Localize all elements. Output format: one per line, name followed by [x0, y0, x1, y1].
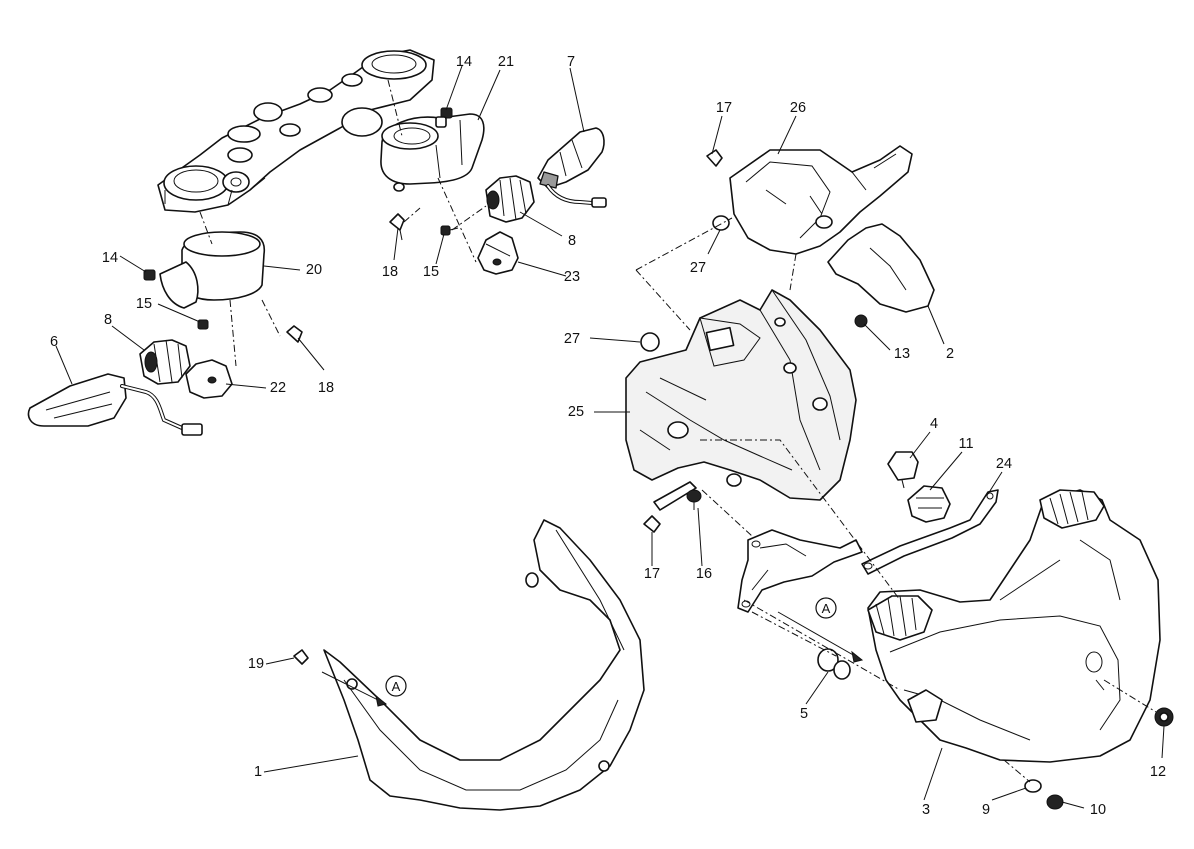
part-9-washer	[1024, 779, 1042, 793]
callout-8-left: 8	[104, 312, 112, 328]
callout-6: 6	[50, 334, 58, 350]
callout-2: 2	[946, 346, 954, 362]
callout-3: 3	[922, 802, 930, 818]
part-27-grommet	[640, 332, 660, 352]
part-12-grommet	[1154, 707, 1174, 727]
view-marker-a-left: A	[385, 675, 407, 697]
callout-18-left: 18	[318, 380, 334, 396]
callout-14-upper: 14	[456, 54, 472, 70]
callout-15-upper: 15	[423, 264, 439, 280]
part-26-dash-bracket	[729, 145, 913, 255]
callout-10: 10	[1090, 802, 1106, 818]
leader-lines	[55, 65, 1165, 809]
callout-16: 16	[696, 566, 712, 582]
part-22-bracket	[185, 359, 233, 399]
part-21-clamp	[380, 113, 485, 192]
callout-13: 13	[894, 346, 910, 362]
callout-14-left: 14	[102, 250, 118, 266]
part-17-screw-lower	[643, 515, 661, 533]
view-arrows	[321, 611, 864, 707]
callout-1: 1	[254, 764, 262, 780]
view-marker-a-left-text: A	[392, 679, 401, 694]
callout-8-upper: 8	[568, 233, 576, 249]
callout-9: 9	[982, 802, 990, 818]
part-15-screw-left	[197, 319, 209, 330]
part-3-headlight	[867, 489, 1161, 763]
callout-17-lower: 17	[644, 566, 660, 582]
part-23-bracket	[477, 231, 519, 275]
view-marker-a-right: A	[815, 597, 837, 619]
part-2-bracket	[827, 223, 935, 313]
part-8-bushing-upper	[485, 175, 535, 223]
part-20-clamp	[159, 231, 266, 309]
part-5-adjuster	[817, 648, 851, 680]
callout-18-upper: 18	[382, 264, 398, 280]
top-yoke	[157, 49, 435, 213]
callout-22: 22	[270, 380, 286, 396]
part-27-grommet-top	[712, 215, 730, 231]
part-4-connector	[887, 451, 919, 489]
part-18-screw-upper	[389, 213, 405, 241]
callout-5: 5	[800, 706, 808, 722]
part-11-relay	[907, 485, 951, 523]
part-25-fairing-frame	[625, 289, 857, 511]
part-15-screw-upper	[440, 225, 459, 236]
callout-12: 12	[1150, 764, 1166, 780]
part-24-bracket	[861, 489, 999, 575]
callout-labels: 1 2 3 4 5 6 7 8 8 9 10 11 12 13 14 14 15…	[50, 54, 1166, 818]
callout-25: 25	[568, 404, 584, 420]
part-14-bolt-left	[143, 269, 156, 281]
view-marker-a-right-text: A	[822, 601, 831, 616]
callout-7: 7	[567, 54, 575, 70]
part-17-screw-top	[706, 149, 723, 167]
part-1-lower-fairing	[323, 519, 645, 811]
part-19-screw	[293, 649, 309, 665]
callout-26: 26	[790, 100, 806, 116]
callout-24: 24	[996, 456, 1012, 472]
part-6-turn-signal	[27, 373, 203, 436]
callout-4: 4	[930, 416, 938, 432]
callout-27-left: 27	[564, 331, 580, 347]
callout-15-left: 15	[136, 296, 152, 312]
callout-11: 11	[958, 436, 973, 452]
mounting-bracket	[737, 529, 863, 613]
callout-17-top: 17	[716, 100, 732, 116]
callout-21: 21	[498, 54, 514, 70]
callout-19: 19	[248, 656, 264, 672]
part-7-turn-signal	[537, 127, 607, 208]
callout-23: 23	[564, 269, 580, 285]
assembly-guide-lines	[199, 79, 1157, 783]
callout-27-top: 27	[690, 260, 706, 276]
part-10-nut	[1046, 794, 1064, 810]
part-8-bushing-left	[139, 339, 191, 385]
callout-20: 20	[306, 262, 322, 278]
part-16-screw	[686, 489, 702, 510]
